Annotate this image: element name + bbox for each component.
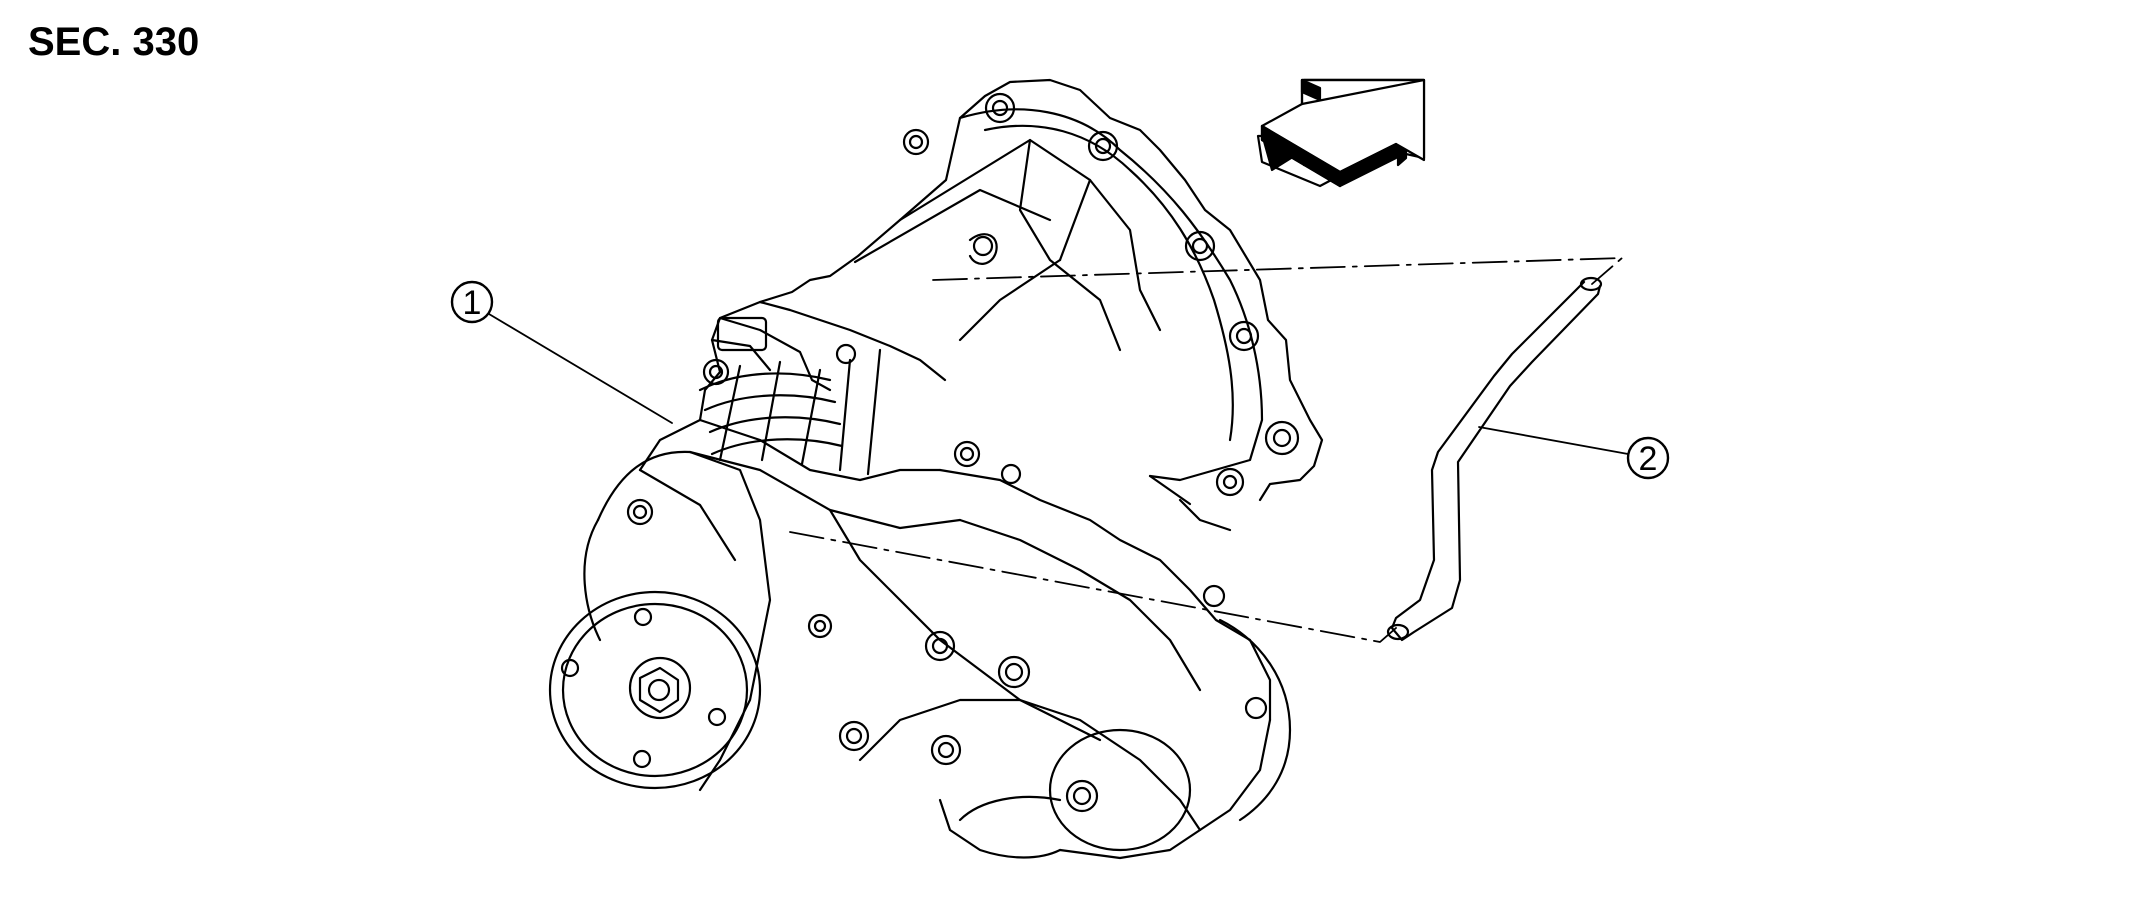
breather-tube — [1386, 276, 1603, 642]
section-code: SEC. 330 — [28, 20, 200, 64]
front-arrow-icon — [1256, 78, 1426, 188]
callout-1: 1 — [450, 280, 494, 324]
callout-1-number: 1 — [463, 284, 482, 322]
callout-2-number: 2 — [1639, 440, 1658, 478]
callout-leaders — [488, 313, 1629, 455]
callout-2: 2 — [1626, 436, 1670, 480]
installation-phantom-lines — [789, 257, 1623, 643]
transfer-case-assembly — [548, 78, 1324, 860]
